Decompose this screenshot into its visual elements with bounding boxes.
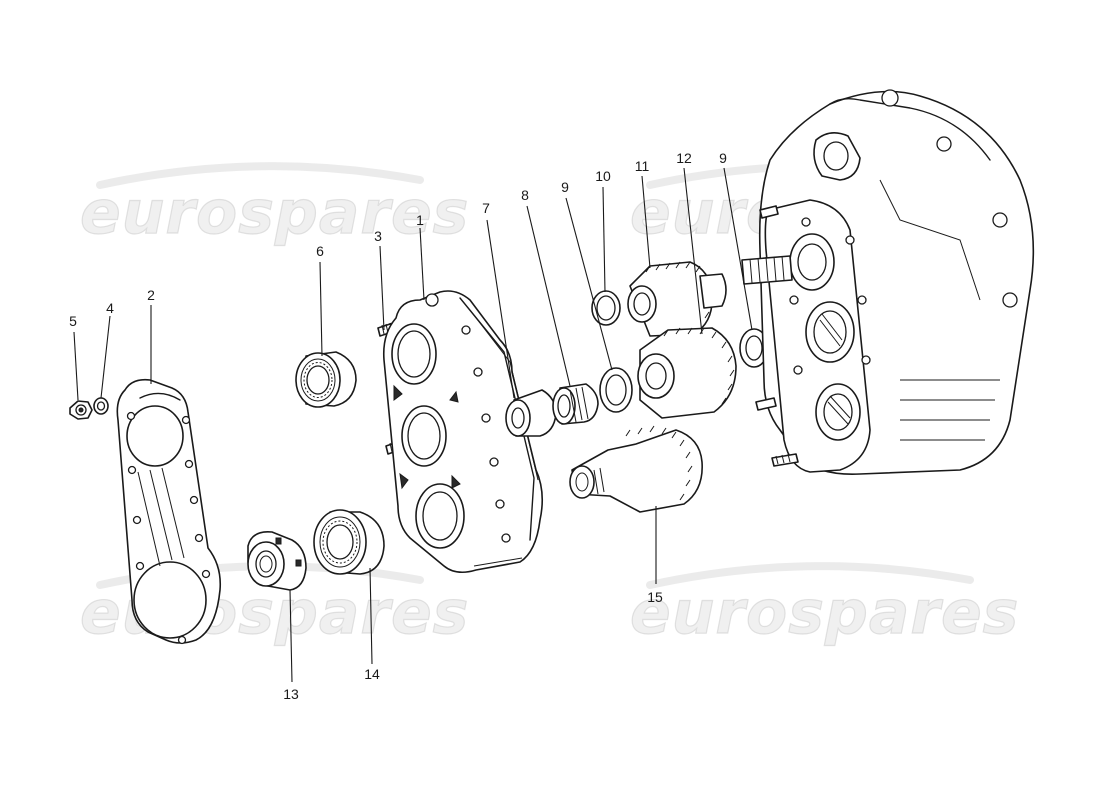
- watermark-text: eurospares: [80, 178, 469, 248]
- main-gearbox-casing: [741, 89, 1035, 475]
- part-5-nut: [69, 400, 93, 420]
- part-11-upper-gear: [627, 261, 727, 337]
- callout-4: 4: [106, 300, 114, 316]
- part-1-gear-housing: [382, 290, 544, 574]
- part-7-spacer: [505, 389, 557, 437]
- part-9-thrust-washer: [599, 367, 633, 413]
- leader-lines: [73, 167, 753, 683]
- callout-5: 5: [69, 313, 77, 329]
- callout-8: 8: [521, 187, 529, 203]
- callout-9-right: 9: [719, 150, 727, 166]
- callout-7: 7: [482, 200, 490, 216]
- part-14-bearing: [313, 509, 385, 575]
- callout-13: 13: [283, 686, 299, 702]
- callout-2: 2: [147, 287, 155, 303]
- callout-15: 15: [647, 589, 663, 605]
- part-6-bearing: [295, 351, 357, 408]
- callout-9: 9: [561, 179, 569, 195]
- callout-12: 12: [676, 150, 692, 166]
- callout-6: 6: [316, 243, 324, 259]
- part-12-middle-gear: [637, 327, 737, 419]
- part-2-end-cover: [116, 378, 222, 645]
- part-13-seal: [247, 530, 307, 591]
- callout-11: 11: [635, 158, 650, 174]
- callout-3: 3: [374, 228, 382, 244]
- callout-14: 14: [364, 666, 380, 682]
- part-4-washer: [93, 397, 109, 415]
- callout-1: 1: [416, 212, 424, 228]
- callout-labels: 5 4 2 3 1 6 7 8 9 10 11 12 9 13 14 15: [69, 150, 727, 702]
- watermark-text: eurospares: [630, 578, 1019, 648]
- part-8-needle-bearing: [552, 383, 599, 425]
- callout-10: 10: [595, 168, 611, 184]
- part-10-washer: [591, 290, 621, 326]
- part-15-lower-gear-shaft: [569, 425, 703, 513]
